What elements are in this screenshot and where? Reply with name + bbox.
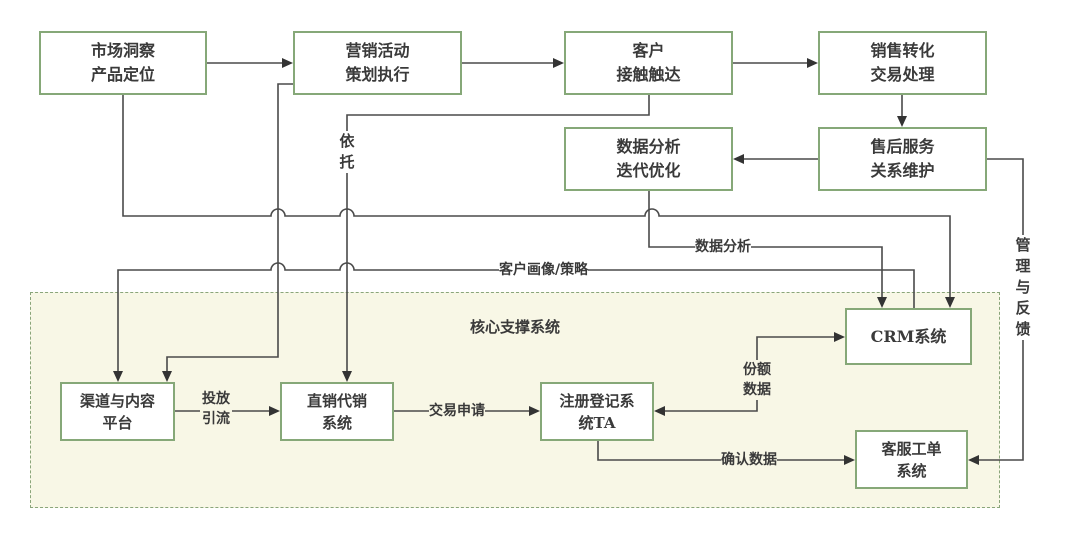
node-label: 市场洞察 (90, 41, 155, 60)
arrowhead (877, 297, 887, 308)
arrowhead (968, 455, 979, 465)
edge-crm-to-channel (117, 262, 915, 372)
node-label: 接触触达 (616, 65, 681, 84)
node-label: 直销代销 (306, 391, 367, 410)
node-label: 客户 (632, 41, 665, 60)
edge-label-share-data: 份额 数据 (741, 360, 773, 400)
core-system-title: 核心支撑系统 (470, 318, 561, 336)
arrowhead (844, 455, 855, 465)
arrowhead (113, 371, 123, 382)
node-campaign[interactable]: 营销活动 策划执行 (293, 31, 462, 95)
node-label: 渠道与内容 (79, 391, 155, 410)
node-label: 策划执行 (345, 65, 410, 84)
node-label: 迭代优化 (616, 161, 681, 180)
node-label: 系统 (321, 413, 352, 432)
arrowhead (654, 406, 665, 416)
node-label: 数据分析 (616, 137, 681, 156)
node-label: 售后服务 (870, 137, 935, 156)
node-label: 营销活动 (345, 41, 410, 60)
edge-label-rely: 依托 (338, 131, 356, 173)
arrowhead (807, 58, 818, 68)
edge-analysis-to-crm (648, 191, 883, 297)
edge-label-line: 引流 (202, 411, 230, 427)
arrowhead (733, 154, 744, 164)
node-after-sales[interactable]: 售后服务 关系维护 (818, 127, 987, 191)
arrowhead (553, 58, 564, 68)
node-crm-system[interactable]: CRM系统 (845, 308, 972, 365)
edge-label-data-analysis: 数据分析 (695, 237, 751, 257)
arrowhead (529, 406, 540, 416)
edge-reach-to-direct (346, 95, 650, 372)
node-channel-platform[interactable]: 渠道与内容 平台 (60, 382, 175, 441)
edge-label-trade-request: 交易申请 (429, 401, 485, 421)
edge-label-line: 数据 (743, 382, 771, 398)
node-sales-conversion[interactable]: 销售转化 交易处理 (818, 31, 987, 95)
edge-campaign-to-channel (166, 83, 293, 372)
node-label: 销售转化 (870, 41, 935, 60)
node-customer-reach[interactable]: 客户 接触触达 (564, 31, 733, 95)
arrowhead (282, 58, 293, 68)
node-label: 系统 (896, 461, 927, 480)
arrowhead (162, 371, 172, 382)
core-system-container (30, 292, 1000, 508)
node-label: 注册登记系 (559, 391, 635, 410)
node-label: 统TA (578, 413, 616, 432)
node-label: 关系维护 (870, 161, 935, 180)
arrowhead (945, 297, 955, 308)
node-service-ticket-system[interactable]: 客服工单 系统 (855, 430, 968, 489)
node-ta-system[interactable]: 注册登记系 统TA (540, 382, 654, 441)
node-label: 客服工单 (881, 439, 942, 458)
edge-label-confirm-data: 确认数据 (721, 450, 777, 470)
node-direct-sales-system[interactable]: 直销代销 系统 (280, 382, 394, 441)
node-label: 交易处理 (870, 65, 935, 84)
node-market-insight[interactable]: 市场洞察 产品定位 (39, 31, 207, 95)
arrowhead (269, 406, 280, 416)
arrowhead (834, 332, 845, 342)
node-label: CRM系统 (870, 326, 947, 346)
edge-label-customer-portrait: 客户画像/策略 (499, 260, 589, 280)
node-label: 平台 (102, 413, 133, 432)
edge-label-line: 投放 (202, 391, 230, 407)
arrowhead (897, 116, 907, 127)
node-label: 产品定位 (90, 65, 155, 84)
edge-label-manage-feedback: 管理与反馈 (1014, 235, 1032, 340)
arrowhead (342, 371, 352, 382)
node-data-analysis[interactable]: 数据分析 迭代优化 (564, 127, 733, 191)
edge-label-traffic: 投放 引流 (200, 389, 232, 429)
edge-label-line: 份额 (743, 362, 771, 378)
